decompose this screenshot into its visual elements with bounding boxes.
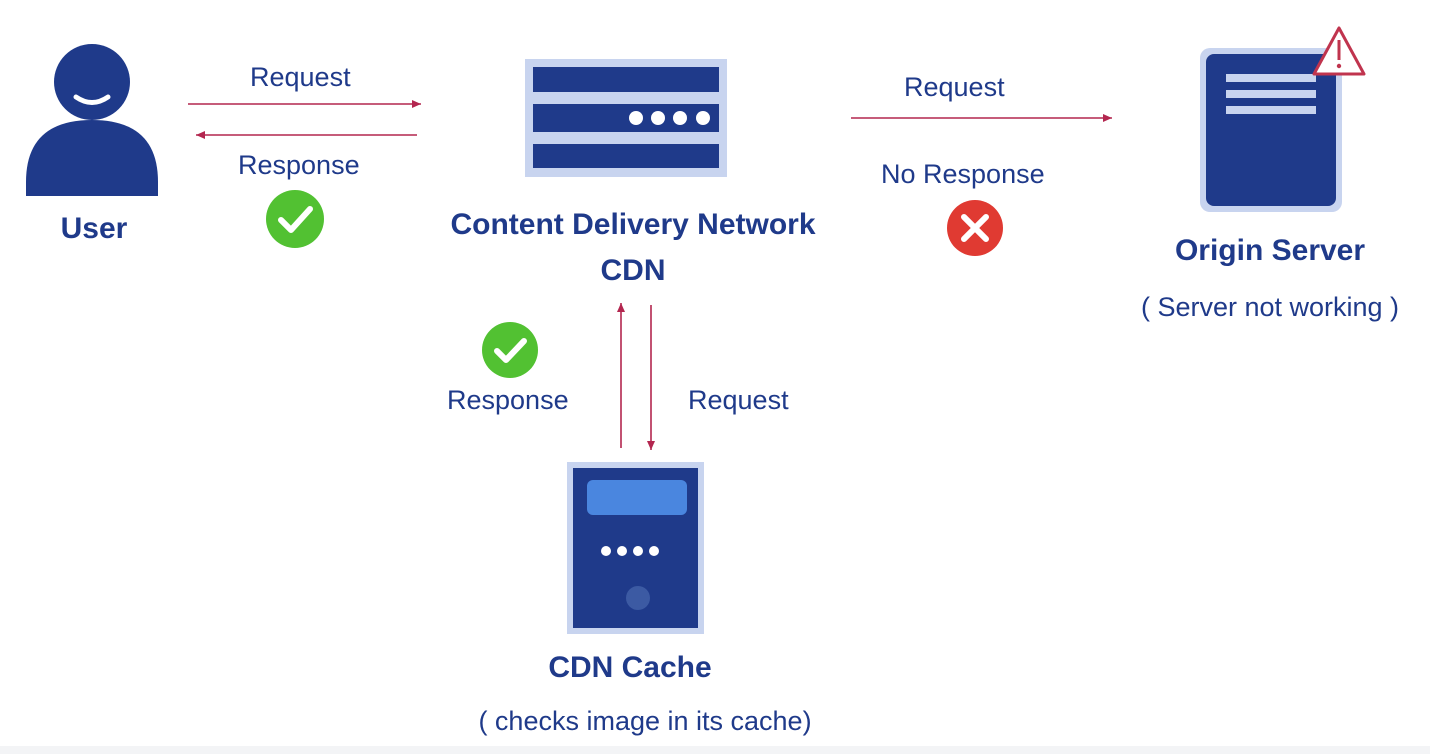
cdn-title-line2: CDN [600,254,666,287]
response-label-cache-cdn: Response [447,385,569,415]
success-icon [482,322,538,378]
origin-subtitle: ( Server not working ) [1140,292,1400,322]
success-icon [266,190,324,248]
user-icon [26,44,158,196]
cache-title: CDN Cache [548,651,712,684]
cdn-cache-icon [567,462,704,634]
error-icon [947,200,1003,256]
bottom-strip [0,746,1430,754]
user-title: User [60,212,128,245]
cache-subtitle: ( checks image in its cache) [478,706,812,736]
request-label-cdn-origin: Request [904,72,1005,102]
cdn-title-line1: Content Delivery Network [450,208,816,241]
response-label-cdn-user: Response [238,150,360,180]
warning-icon [1312,26,1366,76]
no-response-label: No Response [881,159,1045,189]
cdn-server-icon [525,59,727,177]
origin-server-icon [1200,48,1342,212]
origin-title: Origin Server [1174,234,1366,267]
request-label-cdn-cache: Request [688,385,789,415]
request-label-user-cdn: Request [250,62,351,92]
